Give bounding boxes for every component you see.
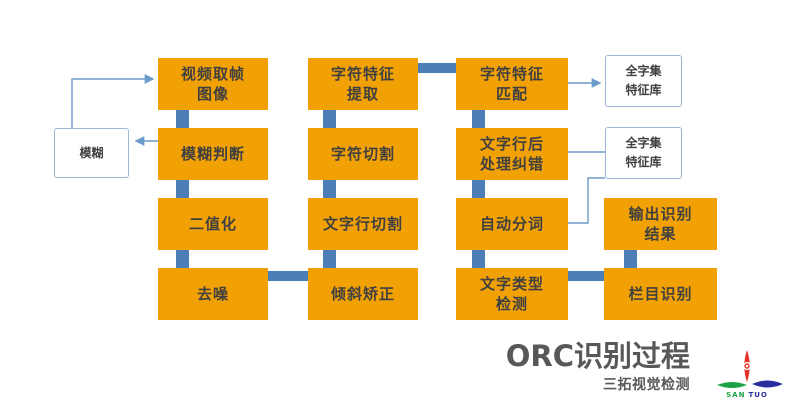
logo-text-tuo: TUO [748,391,768,399]
node-text-line-segmentation: 文字行切割 [308,198,418,250]
logo-green-diamond [717,382,747,388]
connector-text-type-column-recog [568,271,604,281]
connector-char-seg-feature-extraction [323,110,336,128]
santuo-logo: SAN TUO [708,344,792,402]
node-column-recognition: 栏目识别 [604,268,717,320]
node-video-frame-image: 视频取帧 图像 [158,58,268,110]
connector-charset-db-2-to-auto-word [568,177,605,224]
node-skew-correction: 倾斜矫正 [308,268,418,320]
page-title: ORC识别过程 [505,339,690,373]
node-text-line-postprocess: 文字行后 处理纠错 [456,128,568,180]
logo-ring-inner [744,363,750,369]
node-output-result: 输出识别 结果 [604,198,717,250]
logo-text-san: SAN [726,391,746,399]
connector-binarization-denoise [176,250,189,268]
connector-blur-to-video-frame [71,74,155,128]
node-char-segmentation: 字符切割 [308,128,418,180]
connector-auto-word-text-type [472,250,485,268]
node-auto-word-segmentation: 自动分词 [456,198,568,250]
connector-blur-judgment-binarization [176,180,189,198]
node-charset-db-1: 全字集 特征库 [605,55,682,107]
node-charset-db-2: 全字集 特征库 [605,127,682,179]
node-binarization: 二值化 [158,198,268,250]
node-blur-judgment: 模糊判断 [158,128,268,180]
connector-video-frame-blur-judgment [176,110,189,128]
page-subtitle: 三拓视觉检测 [603,376,690,393]
node-text-type-detection: 文字类型 检测 [456,268,568,320]
connector-denoise-skew [268,271,308,281]
node-blur: 模糊 [54,128,129,178]
connector-extraction-matching [418,63,456,73]
logo-blue-diamond [752,380,783,388]
santuo-logo-icon [717,350,783,388]
node-char-feature-matching: 字符特征 匹配 [456,58,568,110]
logo-wordmark: SAN TUO [722,391,772,399]
connector-skew-text-line-seg [323,250,336,268]
node-denoise: 去噪 [158,268,268,320]
connector-column-recog-output [624,250,637,268]
connector-text-line-seg-char-seg [323,180,336,198]
connector-postprocess-auto-word [472,180,485,198]
title-block: ORC识别过程 三拓视觉检测 [460,339,690,394]
connector-matching-postprocess [472,110,485,128]
node-char-feature-extraction: 字符特征 提取 [308,58,418,110]
